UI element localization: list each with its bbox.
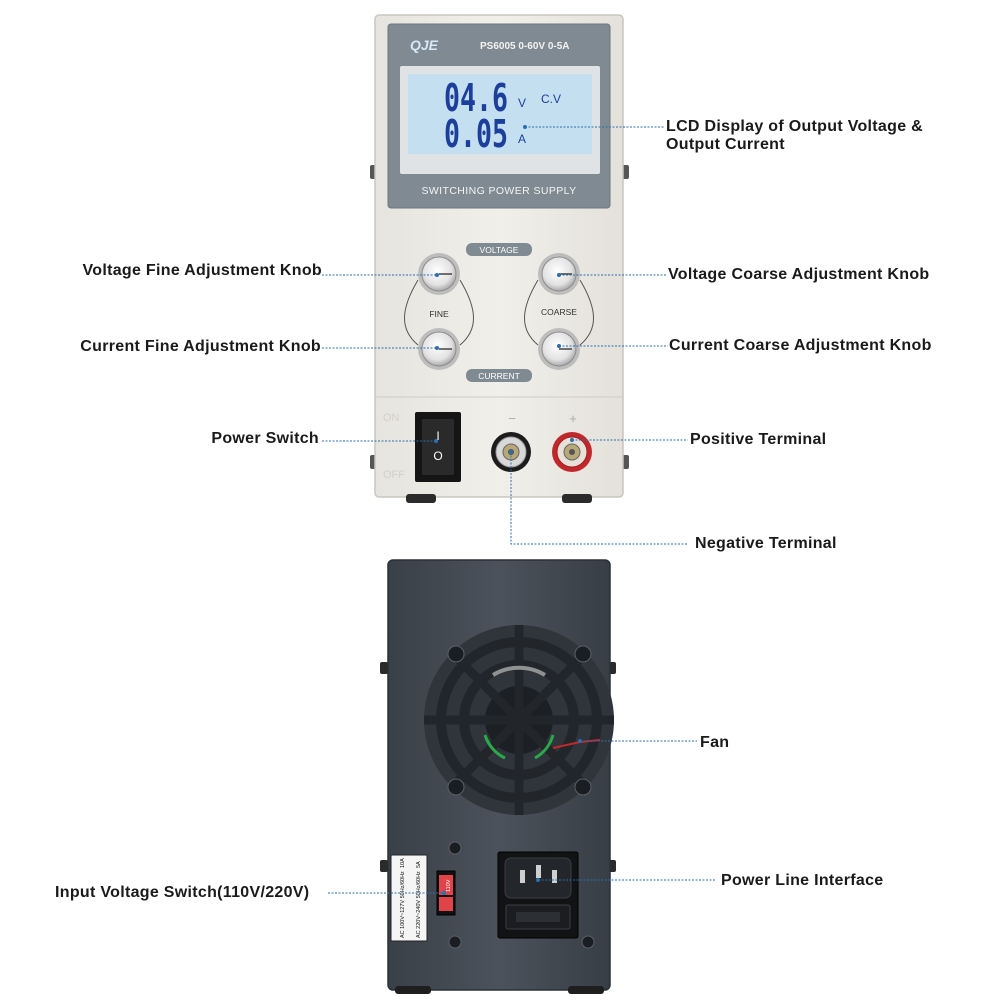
rating-label: AC 100V~127V 50Hz/60Hz 10A AC 220V~240V …: [390, 854, 428, 942]
panel-screw: [448, 935, 462, 949]
current-coarse-callout: Current Coarse Adjustment Knob: [669, 337, 932, 354]
panel-screw: [448, 841, 462, 855]
current-tag: [466, 369, 532, 382]
front-foot: [562, 494, 592, 503]
current-fine-callout: Current Fine Adjustment Knob: [80, 338, 321, 355]
lcd-voltage-reading: 04.6: [444, 76, 508, 120]
leader-lines: [322, 126, 716, 894]
voltage-fine-callout: Voltage Fine Adjustment Knob: [82, 262, 322, 279]
fine-tag-label: FINE: [429, 309, 449, 319]
lcd-screen: [408, 74, 592, 154]
lcd-mode: C.V: [541, 92, 561, 106]
side-screw: [380, 662, 388, 674]
rear-foot: [395, 986, 431, 994]
current-tag-label: CURRENT: [478, 371, 520, 381]
rating-fuse-2: 5A: [416, 861, 422, 868]
lcd-current-unit: A: [518, 132, 526, 146]
plus-sign: +: [569, 411, 577, 426]
off-text: OFF: [383, 469, 405, 481]
panel-screw: [581, 935, 595, 949]
voltage-coarse-callout: Voltage Coarse Adjustment Knob: [668, 266, 930, 283]
lcd-callout-line2: Output Current: [666, 136, 785, 153]
coarse-link-left: [524, 279, 539, 346]
panel-caption: SWITCHING POWER SUPPLY: [421, 185, 576, 197]
coarse-tag-label: COARSE: [541, 307, 577, 317]
leader-dots: [434, 125, 582, 895]
power-switch-callout: Power Switch: [211, 430, 319, 447]
rating-text-2: AC 220V~240V 50Hz/60Hz: [416, 871, 422, 938]
switch-on-mark: I: [436, 429, 439, 443]
lcd-callout-line1: LCD Display of Output Voltage &: [666, 118, 924, 135]
fan-callout: Fan: [700, 734, 730, 751]
on-text: ON: [383, 412, 400, 424]
power-switch[interactable]: I O: [415, 412, 461, 482]
input-switch-callout: Input Voltage Switch(110V/220V): [55, 884, 310, 901]
fan: [424, 625, 614, 815]
power-line-callout: Power Line Interface: [721, 872, 884, 889]
lcd-voltage-unit: V: [518, 96, 526, 110]
switch-off-mark: O: [433, 449, 442, 463]
positive-terminal-callout: Positive Terminal: [690, 431, 827, 448]
model-label: PS6005 0-60V 0-5A: [480, 41, 570, 52]
lcd-current-reading: 0.05: [444, 112, 508, 156]
minus-sign: −: [508, 411, 516, 426]
side-screw: [380, 860, 388, 872]
voltage-tag-label: VOLTAGE: [480, 245, 519, 255]
power-line-interface[interactable]: [497, 851, 579, 939]
coarse-link-right: [579, 279, 594, 346]
voltage-fine-knob[interactable]: [418, 253, 460, 295]
front-foot: [406, 494, 436, 503]
fine-link-left: [404, 279, 419, 346]
negative-terminal-callout: Negative Terminal: [695, 535, 837, 552]
front-unit: QJE PS6005 0-60V 0-5A 04.6 V C.V 0.05 A …: [370, 14, 629, 503]
rear-unit: AC 100V~127V 50Hz/60Hz 10A AC 220V~240V …: [380, 559, 616, 994]
current-fine-knob[interactable]: [418, 328, 460, 370]
rating-fuse-1: 10A: [400, 858, 406, 868]
positive-terminal[interactable]: [552, 432, 592, 472]
brand-logo: QJE: [410, 37, 439, 53]
negative-terminal-leader: [510, 452, 688, 545]
current-coarse-knob[interactable]: [538, 328, 580, 370]
rating-text-1: AC 100V~127V 50Hz/60Hz: [400, 871, 406, 938]
selector-value: 110V: [446, 879, 452, 892]
voltage-tag: [466, 243, 532, 256]
fine-link-right: [459, 279, 474, 346]
rear-foot: [568, 986, 604, 994]
